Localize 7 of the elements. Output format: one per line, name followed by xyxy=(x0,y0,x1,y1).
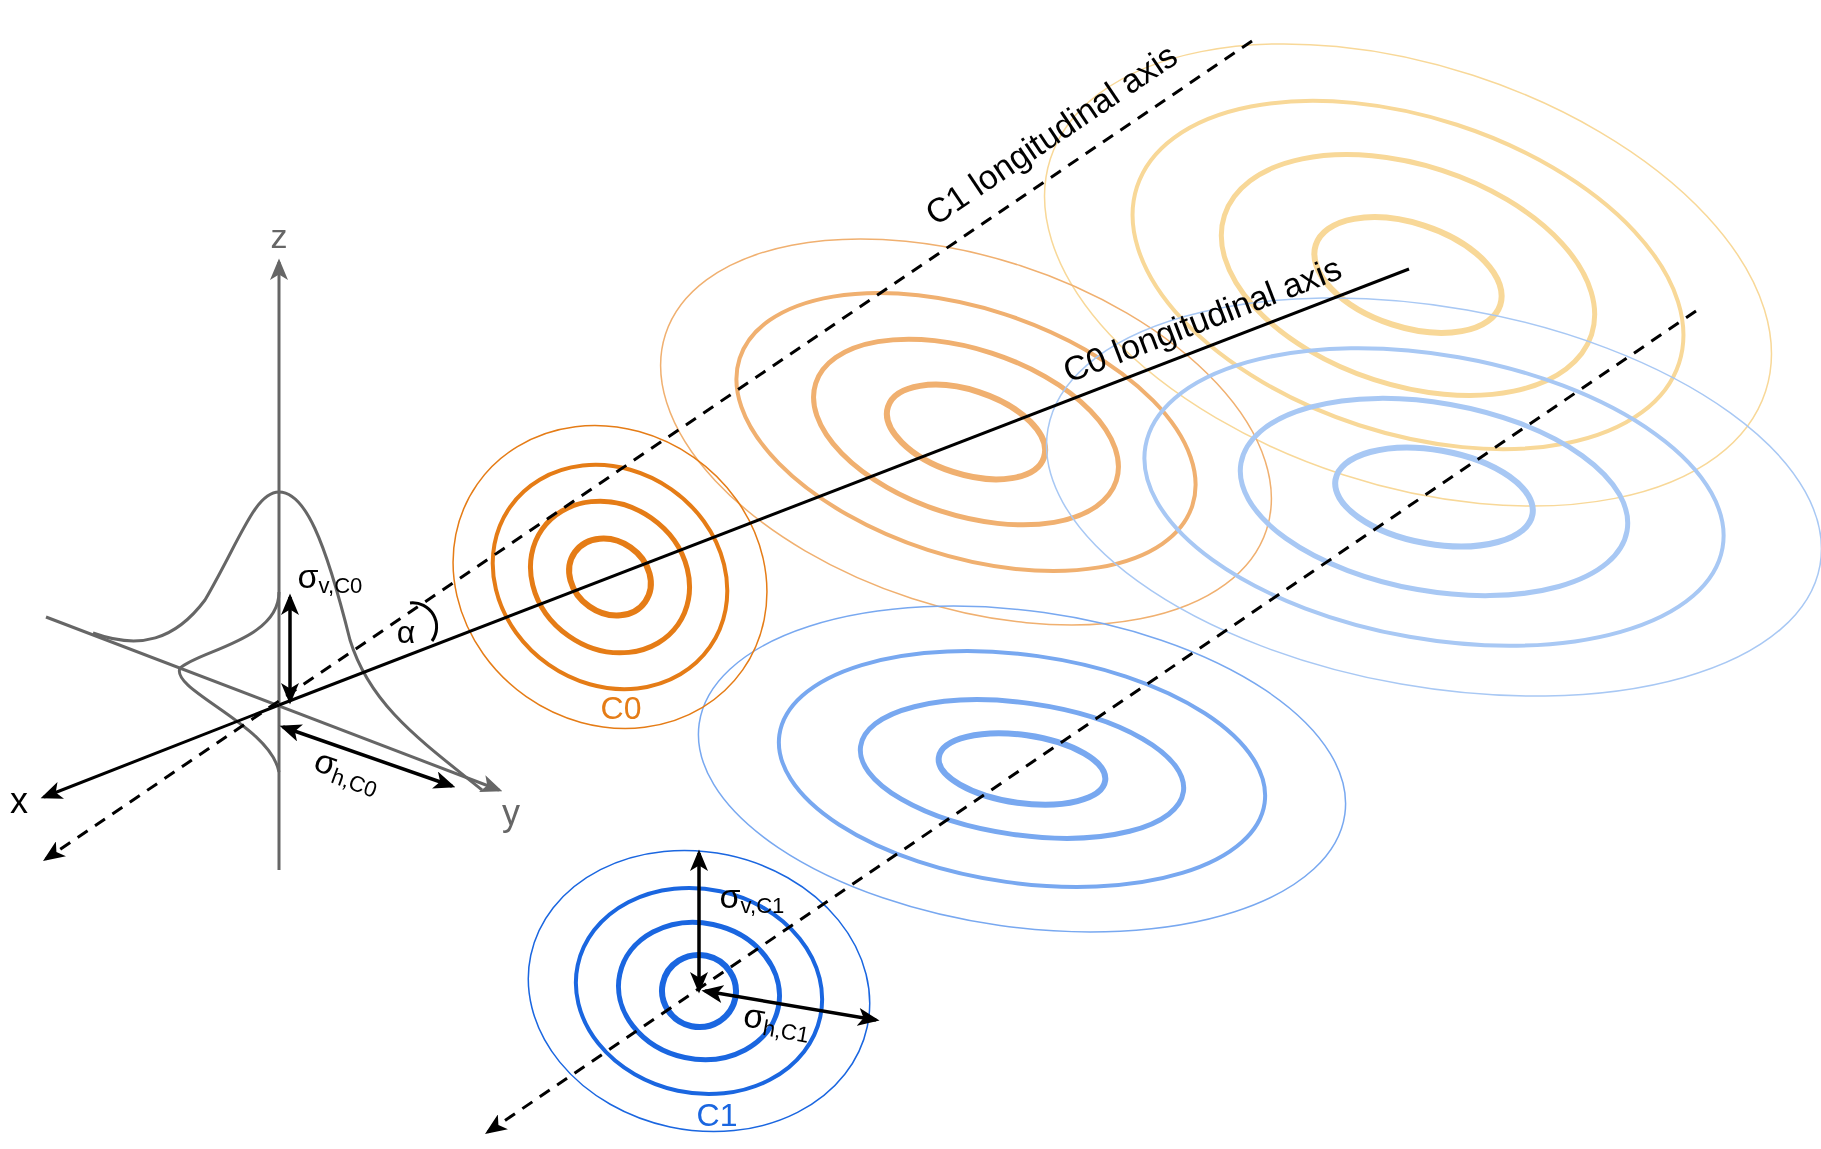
axis-label: z xyxy=(270,219,288,253)
cluster-label: C1 xyxy=(696,1099,738,1131)
dimension-label: σ$_{h,C1}$ xyxy=(740,997,813,1047)
axis-label: x xyxy=(10,783,28,819)
cluster-label: C0 xyxy=(600,692,642,724)
axis-label: y xyxy=(502,795,520,831)
angle-label: α xyxy=(396,616,416,648)
